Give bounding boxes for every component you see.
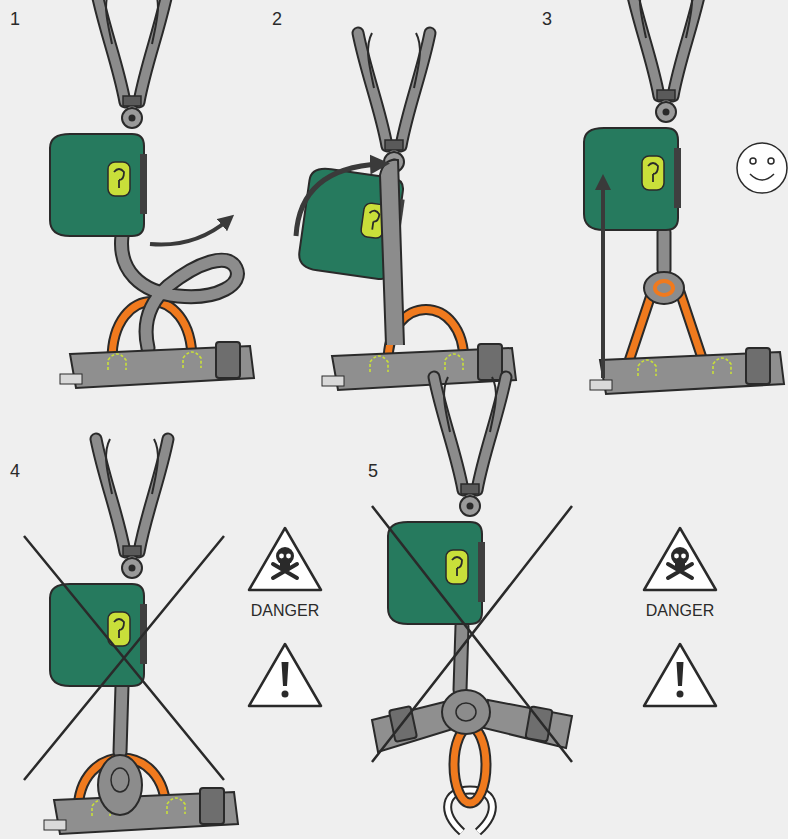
illustration-part bbox=[380, 160, 404, 345]
illustration-part bbox=[96, 0, 168, 128]
illustration-part bbox=[644, 644, 716, 706]
step-number: 4 bbox=[10, 462, 20, 482]
illustration-part bbox=[584, 128, 681, 230]
illustration-part bbox=[601, 182, 605, 378]
wrong-method-two bbox=[372, 377, 716, 832]
illustration-part bbox=[750, 158, 756, 164]
step-number: 1 bbox=[10, 10, 20, 30]
illustration-part bbox=[448, 790, 493, 832]
illustration-part bbox=[96, 439, 168, 578]
illustration-part bbox=[296, 164, 380, 236]
step-number: 2 bbox=[272, 10, 282, 30]
illustration-part bbox=[249, 528, 321, 590]
illustration-part bbox=[750, 174, 774, 180]
illustration-part bbox=[525, 706, 552, 741]
illustration-part bbox=[50, 584, 147, 686]
illustration-part bbox=[448, 790, 493, 832]
illustration-part bbox=[456, 703, 476, 721]
illustration-part bbox=[122, 236, 238, 348]
illustration-part bbox=[50, 134, 147, 236]
illustration-part bbox=[737, 143, 787, 193]
illustration-part bbox=[98, 755, 142, 815]
danger-warning: DANGER bbox=[646, 602, 714, 620]
wrong-method-one bbox=[24, 439, 321, 834]
illustration-part bbox=[659, 232, 670, 270]
illustration-part bbox=[768, 158, 774, 164]
illustration-part bbox=[358, 33, 430, 172]
illustration-part bbox=[120, 686, 122, 752]
illustration-part bbox=[150, 220, 228, 245]
illustration-part bbox=[630, 0, 702, 122]
illustration-part bbox=[122, 236, 238, 348]
step-one-figure bbox=[50, 0, 254, 388]
step-number: 3 bbox=[542, 10, 552, 30]
illustration-part bbox=[460, 626, 462, 690]
illustration-part bbox=[454, 727, 486, 803]
illustration-part bbox=[111, 768, 129, 792]
illustration-part bbox=[655, 281, 673, 295]
illustration-part bbox=[644, 528, 716, 590]
illustration-part bbox=[590, 348, 784, 394]
illustration-part bbox=[388, 522, 485, 624]
illustration-part bbox=[120, 686, 122, 752]
illustration-part bbox=[322, 344, 516, 390]
step-two-figure bbox=[296, 33, 516, 390]
illustration-part bbox=[60, 342, 254, 388]
illustration-part bbox=[434, 377, 506, 516]
step-number: 5 bbox=[368, 462, 378, 482]
danger-warning: DANGER bbox=[251, 602, 319, 620]
illustration-part bbox=[249, 644, 321, 706]
illustration-part bbox=[657, 232, 672, 270]
illustration-part bbox=[442, 690, 490, 734]
illustration-part bbox=[372, 506, 572, 762]
illustration-part bbox=[24, 536, 224, 780]
illustration-part bbox=[644, 272, 684, 304]
step-three-figure bbox=[584, 0, 787, 394]
illustration-part bbox=[460, 626, 462, 690]
illustration-part bbox=[454, 727, 486, 803]
